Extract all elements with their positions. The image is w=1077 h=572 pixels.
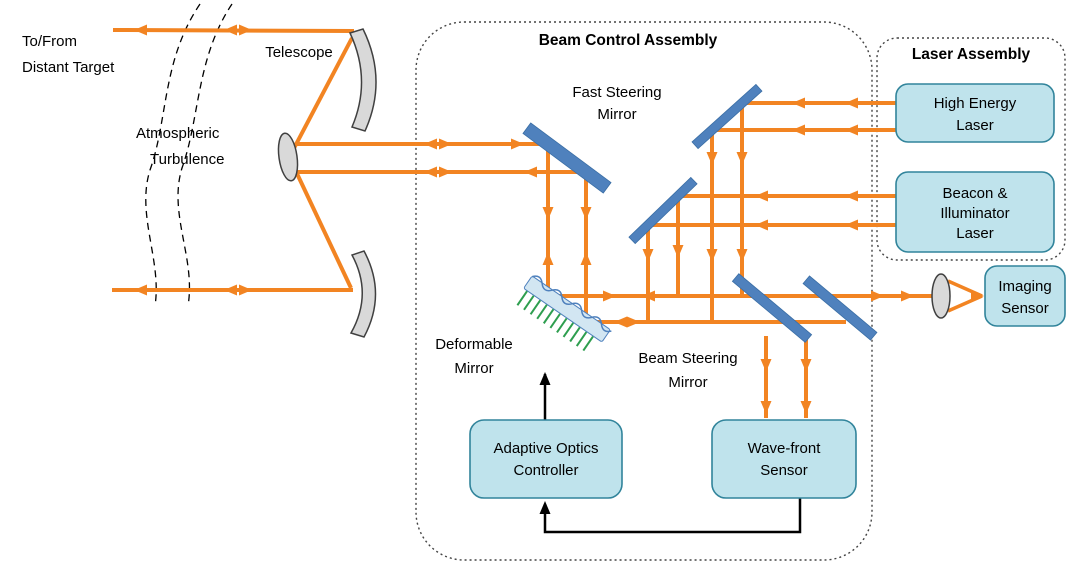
arrowhead	[603, 290, 616, 302]
arrowhead	[224, 284, 237, 296]
deformable-mirror-actuators	[516, 290, 594, 352]
arrowhead	[542, 207, 554, 220]
beacon-laser-label-line3: Laser	[956, 225, 994, 242]
arrowhead	[524, 166, 537, 178]
arrowhead	[760, 359, 772, 372]
arrowhead	[439, 138, 452, 150]
telescope-label: Telescope	[265, 44, 333, 61]
arrowhead	[792, 124, 805, 136]
adaptive-optics-controller-box	[469, 419, 623, 499]
beam-steering-mirror-1	[731, 273, 813, 343]
arrowhead	[901, 290, 914, 302]
arrowhead	[539, 372, 551, 385]
turbulence-label-line1: Atmospheric	[136, 125, 220, 142]
arrowhead	[239, 24, 252, 36]
arrowhead	[845, 97, 858, 109]
beam-splitter-high-energy	[691, 83, 763, 150]
beam-control-assembly-label: Beam Control Assembly	[539, 32, 718, 49]
ao-controller-label-line2: Controller	[513, 462, 578, 479]
arrowhead	[239, 284, 252, 296]
arrowhead	[424, 138, 437, 150]
deformable-mirror-wavy-surface	[532, 275, 612, 333]
arrowhead	[755, 219, 768, 231]
arrowhead	[845, 190, 858, 202]
target-label-line2: Distant Target	[22, 59, 115, 76]
turbulence-wave-2	[177, 3, 233, 307]
telescope-primary-mirror-top	[348, 28, 377, 132]
arrowhead	[706, 249, 718, 262]
beam-telescope-fold-bottom	[290, 162, 353, 289]
beacon-laser-label-line2: Illuminator	[940, 205, 1009, 222]
arrowhead	[511, 138, 524, 150]
arrowhead	[845, 124, 858, 136]
control-line-wfs-to-ao	[543, 498, 802, 534]
fast-steering-mirror-label-line2: Mirror	[597, 106, 636, 123]
arrowhead	[542, 252, 554, 265]
arrowhead	[672, 245, 684, 258]
laser-assembly-label: Laser Assembly	[912, 46, 1031, 63]
target-label-line1: To/From	[22, 33, 77, 50]
arrowhead	[736, 152, 748, 165]
beam-steering-mirror-label-line2: Mirror	[668, 374, 707, 391]
beam-steering-mirror-label-line1: Beam Steering	[638, 350, 737, 367]
arrowhead	[539, 501, 551, 514]
deformable-mirror	[516, 275, 612, 352]
arrowhead	[706, 152, 718, 165]
turbulence-wave-1	[145, 3, 201, 307]
wavefront-sensor-label-line1: Wave-front	[748, 440, 822, 457]
arrowhead	[760, 401, 772, 414]
beacon-illuminator-laser-box	[895, 171, 1055, 253]
imaging-sensor-box	[984, 265, 1066, 327]
arrowhead	[614, 316, 627, 328]
deformable-mirror-label-line2: Mirror	[454, 360, 493, 377]
high-energy-laser-label-line1: High Energy	[934, 95, 1017, 112]
arrowhead	[134, 24, 147, 36]
beam-steering-mirror-2	[802, 275, 878, 341]
turbulence-label-line2: Turbulence	[150, 151, 225, 168]
arrowhead	[224, 24, 237, 36]
arrowhead	[792, 97, 805, 109]
deformable-mirror-label-line1: Deformable	[435, 336, 513, 353]
control-signal-paths	[539, 372, 802, 534]
fast-steering-mirror	[522, 122, 612, 194]
fast-steering-mirror-label-line1: Fast Steering	[572, 84, 661, 101]
beam-telescope-fold-top	[290, 37, 354, 153]
arrowhead	[871, 290, 884, 302]
arrowhead	[424, 166, 437, 178]
wavefront-sensor-box	[711, 419, 857, 499]
arrowhead	[580, 207, 592, 220]
arrowhead	[736, 249, 748, 262]
beacon-laser-label-line1: Beacon &	[942, 185, 1007, 202]
arrowhead	[755, 190, 768, 202]
imaging-sensor-label-line2: Sensor	[1001, 300, 1049, 317]
arrowhead	[845, 219, 858, 231]
arrowhead	[580, 252, 592, 265]
arrowhead	[439, 166, 452, 178]
laser-assembly-container	[876, 37, 1066, 261]
beam-arrowheads	[134, 24, 984, 414]
wavefront-sensor-label-line2: Sensor	[760, 462, 808, 479]
arrowhead	[800, 401, 812, 414]
deformable-mirror-face	[523, 276, 611, 342]
ao-controller-label-line1: Adaptive Optics	[493, 440, 598, 457]
telescope-primary-mirror-bottom	[349, 250, 377, 338]
high-energy-laser-box	[895, 83, 1055, 143]
beam-splitter-beacon	[628, 176, 698, 245]
arrowhead	[134, 284, 147, 296]
imaging-lens	[931, 273, 951, 319]
arrowhead	[642, 249, 654, 262]
imaging-sensor-label-line1: Imaging	[998, 278, 1051, 295]
arrowhead	[800, 359, 812, 372]
telescope-secondary-lens	[277, 132, 299, 182]
arrowhead	[627, 316, 640, 328]
high-energy-laser-label-line2: Laser	[956, 117, 994, 134]
